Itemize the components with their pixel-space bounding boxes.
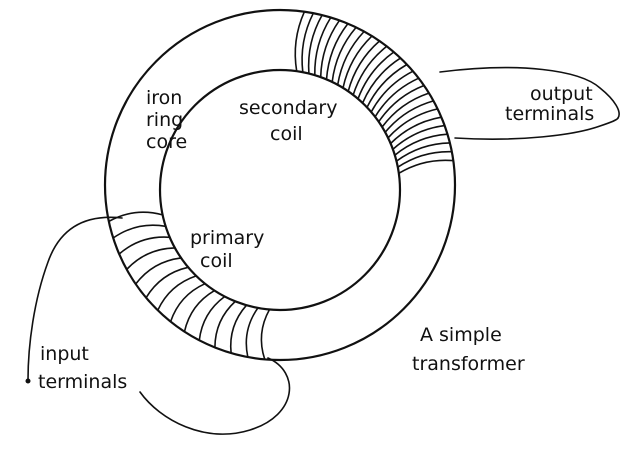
input-terminal-dot [25,378,31,384]
core-inner-edge [158,68,402,312]
coil-turn [229,304,248,354]
coil-turn [347,40,381,93]
coil-turn [319,19,341,78]
output-lead-upper [439,66,620,119]
core-label-line2: ring [146,109,183,131]
coil-turn [331,26,357,83]
output-lead-lower [454,117,619,140]
secondary-label-line1: secondary [239,97,337,119]
coil-turn [352,45,388,96]
coil-turn [118,236,171,255]
coil-turn [294,10,306,72]
coil-turn [112,224,167,239]
core-label-line1: iron [146,87,182,109]
coil-turn [145,266,189,299]
coil-turn [108,211,164,223]
input-lead-bottom [139,357,291,435]
input-leads [25,216,291,435]
coil-turn [313,16,332,76]
caption-line2: transformer [412,353,525,375]
coil-turn [169,282,206,323]
output-leads [439,66,620,140]
secondary-coil-windings [294,10,455,175]
coil-turn [398,159,455,175]
coil-turn [307,14,323,75]
coil-turn [387,108,439,139]
coil-turn [183,289,216,333]
coil-turn [384,100,435,134]
coil-turn [361,57,402,104]
secondary-label-line2: coil [270,123,303,145]
core-outer-edge [103,8,457,362]
coil-turn [198,295,226,342]
coil-turn [397,150,453,168]
coil-turn [394,133,449,156]
coil-turn [301,12,315,73]
coil-turn [336,30,365,86]
coil-turn [381,92,430,128]
coil-turn [125,247,176,271]
input-label-line1: input [40,343,89,365]
coil-turn [134,257,182,285]
coil-turn [370,70,414,113]
caption-line1: A simple [420,324,502,346]
input-label-line2: terminals [38,371,127,393]
coil-turn [389,116,443,145]
core-label-line3: core [146,131,187,153]
coil-turn [342,35,373,89]
coil-turn [374,77,420,118]
coil-turn [157,275,197,311]
coil-turn [377,84,425,123]
coil-turn [366,63,408,109]
coil-turn [245,307,259,358]
input-lead-left [27,216,123,381]
output-label-line2: terminals [505,103,594,125]
coil-turn [392,124,446,151]
labels: iron ring core secondary coil output ter… [38,83,594,393]
coil-turn [325,22,349,81]
coil-turn [357,51,395,100]
coil-turn [395,142,451,162]
primary-label-line1: primary [190,227,264,249]
output-label-line1: output [530,83,593,105]
coil-turn [260,308,271,361]
iron-ring-core [103,8,457,362]
primary-coil-windings [108,211,271,361]
primary-label-line2: coil [200,250,233,272]
coil-turn [214,300,237,349]
